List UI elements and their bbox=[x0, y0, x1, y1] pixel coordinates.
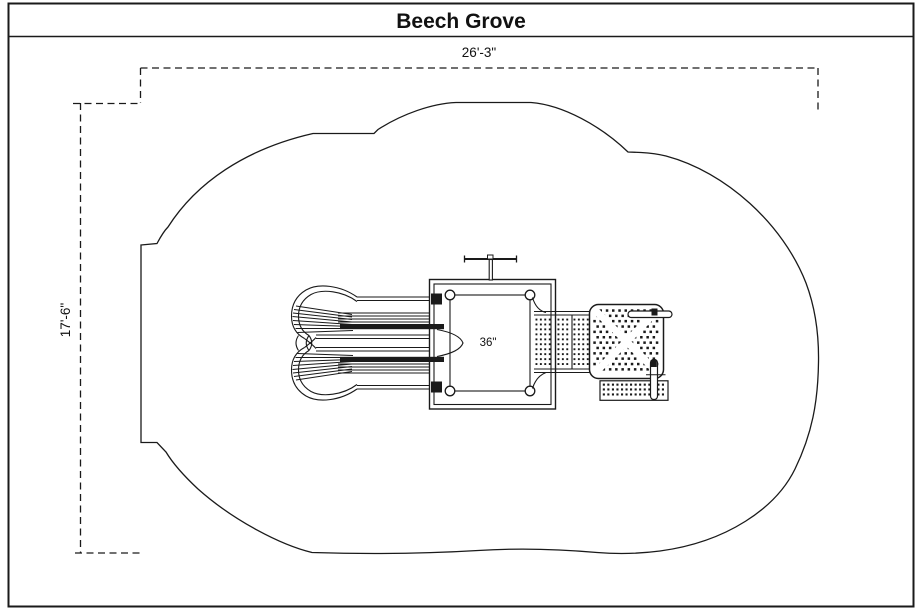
page-title: Beech Grove bbox=[396, 10, 526, 33]
handrail-right bbox=[646, 358, 666, 401]
surfacing-outline bbox=[140, 101, 820, 555]
step-dot-texture bbox=[602, 383, 664, 396]
width-dimension bbox=[139, 67, 819, 113]
height-dimension-label: 17'-6" bbox=[58, 303, 73, 338]
overhead-bar bbox=[463, 254, 518, 281]
slide-rails-thick bbox=[340, 293, 444, 393]
transfer-bridge bbox=[531, 297, 590, 389]
climber-x-channels bbox=[589, 304, 664, 379]
deck-size-label: 36" bbox=[480, 337, 497, 349]
play-structure: 36" bbox=[290, 254, 673, 410]
height-dimension bbox=[73, 102, 142, 554]
double-slide bbox=[290, 285, 432, 401]
slide-flare-fan bbox=[292, 305, 354, 381]
deck-platform: 36" bbox=[340, 278, 557, 410]
handrail-top bbox=[627, 308, 673, 319]
climber-panel bbox=[588, 303, 665, 380]
bridge-dot-texture bbox=[535, 318, 589, 365]
page-border bbox=[7, 2, 915, 608]
width-dimension-label: 26'-3" bbox=[462, 45, 497, 60]
deck-posts bbox=[444, 289, 536, 397]
